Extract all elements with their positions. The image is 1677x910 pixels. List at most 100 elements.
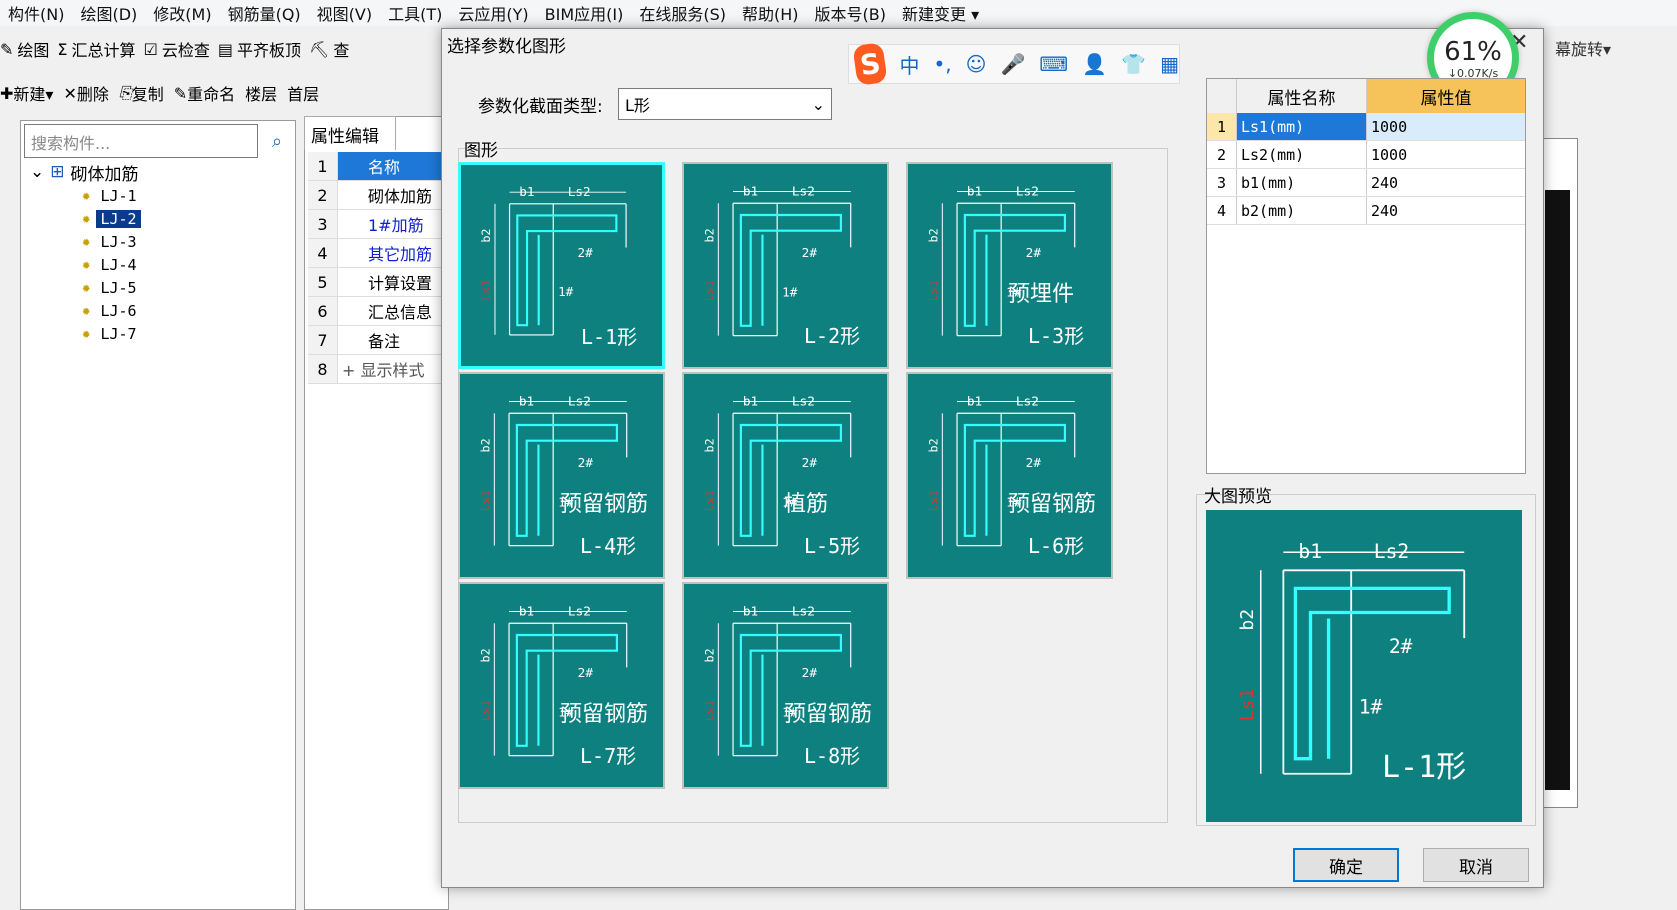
menu-item-9[interactable]: 帮助(H) — [742, 5, 799, 24]
component-tree: ⌄⊞砌体加筋✹LJ-1✹LJ-2✹LJ-3✹LJ-4✹LJ-5✹LJ-6✹LJ-… — [30, 160, 280, 345]
ime-item[interactable]: 👤 — [1082, 52, 1108, 76]
cancel-button[interactable]: 取消 — [1423, 848, 1529, 882]
menu-item-11[interactable]: 新建变更 ▾ — [902, 5, 980, 24]
tree-item-label: LJ-2 — [96, 209, 141, 228]
property-row[interactable]: 8+ 显示样式 — [308, 355, 449, 384]
sogou-logo-icon: S — [852, 42, 889, 86]
toolbar1-button-2[interactable]: ☑云检查 — [144, 37, 210, 61]
toolbar2-button-1[interactable]: ✕删除 — [63, 81, 108, 105]
tree-item[interactable]: ✹LJ-2 — [30, 207, 280, 230]
svg-text:2#: 2# — [1026, 456, 1042, 471]
search-input[interactable]: 搜索构件... — [24, 124, 258, 158]
svg-text:Ls1: Ls1 — [926, 490, 940, 511]
svg-text:b1: b1 — [967, 394, 982, 409]
ime-item[interactable]: ⌨ — [1039, 52, 1069, 76]
attribute-name-header: 属性名称 — [1237, 79, 1367, 113]
toolbar2-button-5[interactable]: 首层 — [287, 81, 319, 105]
tab-property-edit[interactable]: 属性编辑 — [304, 116, 396, 150]
toolbar-label: 首层 — [287, 85, 320, 104]
tree-item[interactable]: ✹LJ-3 — [30, 230, 280, 253]
property-row-name: 1#加筋 — [368, 216, 424, 235]
shape-name: L-6形 — [1028, 534, 1085, 558]
attribute-value[interactable]: 1000 — [1367, 113, 1525, 140]
svg-text:2#: 2# — [802, 456, 818, 471]
ime-item[interactable]: 👕 — [1121, 52, 1147, 76]
gear-icon: ✹ — [82, 187, 91, 204]
tree-item[interactable]: ✹LJ-7 — [30, 322, 280, 345]
rotate-button[interactable]: 幕旋转▾ — [1555, 40, 1612, 59]
attribute-header: 属性名称属性值 — [1207, 79, 1525, 113]
menu-item-10[interactable]: 版本号(B) — [814, 5, 887, 24]
svg-text:Ls1: Ls1 — [926, 280, 940, 301]
shape-name: L-2形 — [804, 324, 861, 348]
shape-name: L-1形 — [581, 325, 638, 349]
tree-root-label: 砌体加筋 — [70, 164, 139, 185]
attribute-row-number: 2 — [1207, 141, 1237, 168]
attribute-value[interactable]: 240 — [1371, 201, 1399, 220]
attribute-value[interactable]: 1000 — [1371, 145, 1408, 164]
search-icon[interactable]: ⌕ — [271, 130, 283, 152]
chevron-down-icon[interactable]: ⌄ — [30, 162, 45, 182]
shape-subtitle: 预留钢筋 — [1008, 492, 1097, 517]
property-row-number: 5 — [308, 268, 338, 296]
toolbar-icon: ▤ — [217, 39, 234, 59]
svg-text:2#: 2# — [802, 246, 818, 261]
tree-item[interactable]: ✹LJ-4 — [30, 253, 280, 276]
toolbar1-button-3[interactable]: ▤平齐板顶 — [218, 37, 301, 61]
section-type-select[interactable]: L形 ⌄ — [618, 88, 832, 120]
menu-item-2[interactable]: 修改(M) — [153, 5, 212, 24]
menu-item-1[interactable]: 绘图(D) — [80, 5, 138, 24]
svg-text:1#: 1# — [558, 705, 574, 720]
toolbar2-button-4[interactable]: 楼层 — [245, 81, 277, 105]
property-row-number: 2 — [308, 181, 338, 209]
tree-item[interactable]: ✹LJ-1 — [30, 184, 280, 207]
toolbar1-button-4[interactable]: ⛏查 — [309, 37, 349, 61]
ime-item[interactable]: •, — [933, 52, 952, 76]
tree-root[interactable]: ⌄⊞砌体加筋 — [30, 160, 280, 185]
attribute-key: Ls2(mm) — [1237, 141, 1367, 168]
shapes-label: 图形 — [464, 141, 498, 161]
ime-item[interactable]: 中 — [899, 53, 920, 78]
menu-item-6[interactable]: 云应用(Y) — [458, 5, 529, 24]
shape-subtitle: 植筋 — [784, 492, 829, 517]
menu-item-4[interactable]: 视图(V) — [316, 5, 373, 24]
ok-button[interactable]: 确定 — [1293, 848, 1399, 882]
toolbar2-button-0[interactable]: ✚新建▾ — [0, 81, 53, 105]
menu-item-7[interactable]: BIM应用(I) — [544, 5, 624, 24]
menu-item-3[interactable]: 钢筋量(Q) — [227, 5, 301, 24]
preview-label: 大图预览 — [1204, 487, 1272, 507]
ime-item[interactable]: 🎤 — [1000, 52, 1026, 76]
tree-item[interactable]: ✹LJ-5 — [30, 276, 280, 299]
ime-item[interactable]: ☺ — [965, 52, 987, 76]
toolbar1-button-0[interactable]: ✎绘图 — [0, 37, 49, 61]
menu-item-5[interactable]: 工具(T) — [388, 5, 443, 24]
toolbar2-button-2[interactable]: ⎘复制 — [119, 81, 164, 105]
menu-item-0[interactable]: 构件(N) — [8, 5, 65, 24]
menu-item-8[interactable]: 在线服务(S) — [639, 5, 727, 24]
ime-item[interactable]: ▦ — [1160, 52, 1179, 76]
attribute-value[interactable]: 240 — [1371, 173, 1399, 192]
tree-item[interactable]: ✹LJ-6 — [30, 299, 280, 322]
toolbar2-button-3[interactable]: ✎重命名 — [174, 81, 235, 105]
